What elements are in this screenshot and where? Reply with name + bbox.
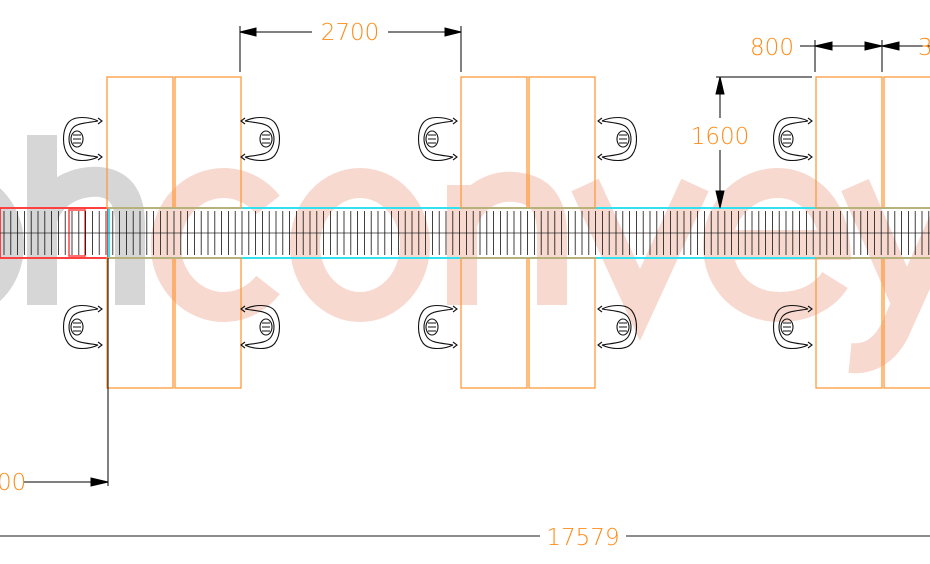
worker-icon — [772, 304, 813, 350]
workbench — [883, 257, 930, 389]
workbench — [174, 76, 242, 209]
rollers — [3, 211, 930, 255]
workers — [62, 116, 813, 350]
worker-icon — [240, 116, 281, 162]
dimension-cut-right-label: 3 — [918, 35, 930, 61]
worker-icon — [772, 116, 813, 162]
workbench — [174, 257, 242, 389]
workbench — [460, 257, 528, 389]
workbench — [460, 76, 528, 209]
workbench — [528, 257, 596, 389]
dimension-2700-label: 2700 — [321, 20, 380, 46]
dimension-1600 — [715, 76, 812, 209]
worker-icon — [62, 304, 103, 350]
dimension-2700 — [239, 26, 462, 72]
workbench — [528, 76, 596, 209]
workbenches — [106, 76, 930, 389]
workbench — [815, 257, 883, 389]
worker-icon — [417, 304, 458, 350]
worker-icon — [597, 116, 638, 162]
dimension-left — [24, 258, 109, 487]
worker-icon — [240, 304, 281, 350]
workbench — [106, 257, 174, 389]
dimension-total-label: 17579 — [546, 525, 619, 551]
dimension-800 — [800, 40, 930, 72]
watermark-gray-letters — [0, 135, 145, 305]
dimension-cut-left-label: 00 — [0, 470, 26, 496]
watermark-logo — [0, 135, 930, 374]
worker-icon — [62, 116, 103, 162]
worker-icon — [597, 304, 638, 350]
workbench — [106, 76, 174, 209]
dimension-800-label: 800 — [750, 35, 794, 61]
workbench — [815, 76, 883, 209]
worker-icon — [417, 116, 458, 162]
dimension-1600-label: 1600 — [691, 124, 750, 150]
workbench — [883, 76, 930, 209]
